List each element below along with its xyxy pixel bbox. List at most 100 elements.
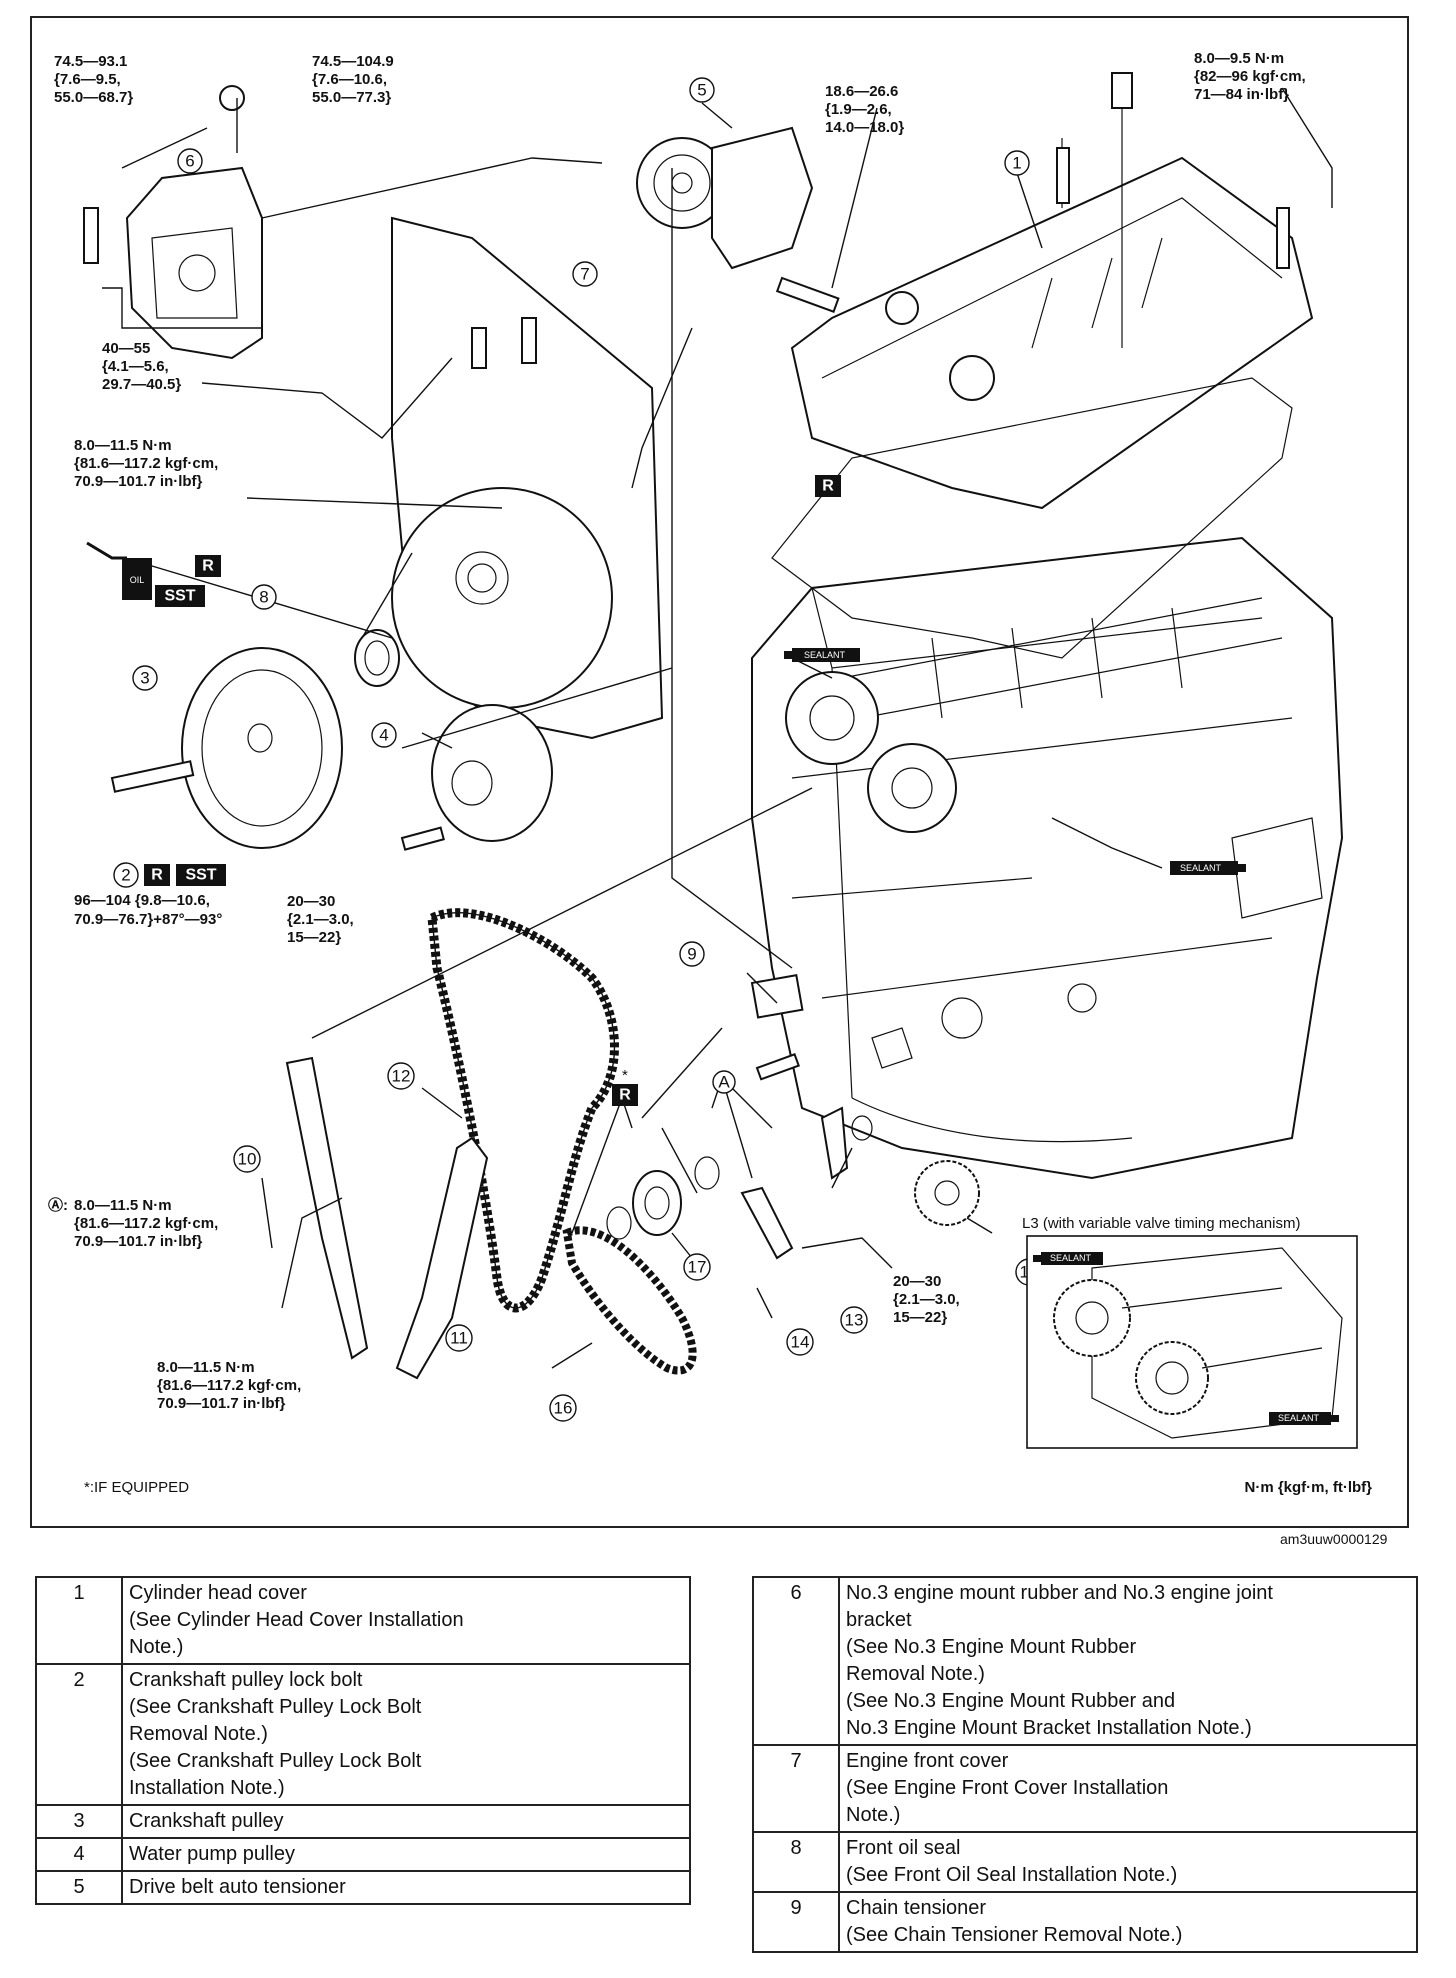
callout-12: 12 <box>387 1062 415 1090</box>
legend-row: 1 Cylinder head cover(See Cylinder Head … <box>35 1576 691 1665</box>
legend-number: 7 <box>752 1744 840 1833</box>
torque-mount-nut: 74.5—104.9 {7.6—10.6, 55.0—77.3} <box>312 53 394 106</box>
legend-description: Water pump pulley <box>121 1837 691 1872</box>
svg-text:R: R <box>619 1087 631 1104</box>
engine-block-drawing <box>751 536 1344 1180</box>
legend-row: 9 Chain tensioner(See Chain Tensioner Re… <box>752 1891 1418 1953</box>
svg-text:15—22}: 15—22} <box>287 929 341 946</box>
svg-text:SEALANT: SEALANT <box>1050 1253 1092 1263</box>
tensioner-arm-drawing <box>395 1136 489 1380</box>
exploded-diagram: 1 2 3 4 5 6 7 8 9 10 11 12 13 14 15 16 1… <box>30 16 1409 1528</box>
crankshaft-sprocket-drawing <box>606 1156 720 1240</box>
sealant-tube-icon-3: SEALANT <box>1033 1252 1103 1265</box>
callout-6: 6 <box>177 148 203 174</box>
svg-text:{7.6—10.6,: {7.6—10.6, <box>312 71 387 88</box>
torque-mount-left: 74.5—93.1 {7.6—9.5, 55.0—68.7} <box>54 53 133 106</box>
legend-table-right: 6 No.3 engine mount rubber and No.3 engi… <box>752 1576 1418 1953</box>
svg-text:R: R <box>151 867 163 884</box>
svg-text:70.9—101.7 in·lbf}: 70.9—101.7 in·lbf} <box>74 473 203 490</box>
chain-guide-drawing <box>285 1056 369 1360</box>
oil-pump-sprocket-drawing <box>914 1160 980 1226</box>
engine-front-cover-drawing <box>391 216 664 740</box>
svg-text:OIL: OIL <box>130 575 145 585</box>
callout-a: A <box>712 1070 736 1094</box>
svg-text:1: 1 <box>1012 154 1021 173</box>
svg-text:A: A <box>718 1073 730 1092</box>
svg-text:{81.6—117.2 kgf·cm,: {81.6—117.2 kgf·cm, <box>74 455 218 472</box>
callout-11: 11 <box>445 1324 473 1352</box>
svg-text:55.0—77.3}: 55.0—77.3} <box>312 89 391 106</box>
legend-row: 6 No.3 engine mount rubber and No.3 engi… <box>752 1576 1418 1746</box>
svg-text:5: 5 <box>697 81 706 100</box>
legend-number: 3 <box>35 1804 123 1839</box>
svg-text:15—22}: 15—22} <box>893 1309 947 1326</box>
legend-description: Engine front cover(See Engine Front Cove… <box>838 1744 1418 1833</box>
torque-front-cover-small: 8.0—11.5 N·m {81.6—117.2 kgf·cm, 70.9—10… <box>74 437 218 490</box>
torque-water-pump-bolt: 20—30 {2.1—3.0, 15—22} <box>287 893 354 946</box>
sealant-tube-icon-2: SEALANT <box>1170 861 1246 875</box>
svg-text:8.0—11.5 N·m: 8.0—11.5 N·m <box>74 437 172 454</box>
svg-text:20—30: 20—30 <box>893 1273 941 1290</box>
legend-description: Crankshaft pulley <box>121 1804 691 1839</box>
legend-description: Chain tensioner(See Chain Tensioner Remo… <box>838 1891 1418 1953</box>
svg-text:SEALANT: SEALANT <box>1278 1413 1320 1423</box>
callout-13: 13 <box>840 1306 868 1334</box>
legend-number: 6 <box>752 1576 840 1746</box>
svg-text:70.9—101.7 in·lbf}: 70.9—101.7 in·lbf} <box>157 1395 286 1412</box>
torque-sprocket-bolt: 20—30 {2.1—3.0, 15—22} <box>893 1273 960 1326</box>
callout-14: 14 <box>786 1328 814 1356</box>
svg-text:12: 12 <box>392 1067 411 1086</box>
torque-a-bolts: Ⓐ: 8.0—11.5 N·m {81.6—117.2 kgf·cm, 70.9… <box>48 1196 218 1250</box>
svg-text:17: 17 <box>688 1258 707 1277</box>
chain-guide-14-drawing <box>740 1186 794 1260</box>
svg-text:8: 8 <box>259 588 268 607</box>
legend-row: 3 Crankshaft pulley <box>35 1804 691 1839</box>
legend-row: 8 Front oil seal(See Front Oil Seal Inst… <box>752 1831 1418 1893</box>
svg-text:14.0—18.0}: 14.0—18.0} <box>825 119 904 136</box>
legend-row: 2 Crankshaft pulley lock bolt(See Cranks… <box>35 1663 691 1806</box>
oil-can-icon: OIL <box>86 541 152 600</box>
svg-text:7: 7 <box>580 265 589 284</box>
svg-text:14: 14 <box>791 1333 810 1352</box>
svg-text:18.6—26.6: 18.6—26.6 <box>825 83 898 100</box>
svg-text:70.9—76.7}+87°—93°: 70.9—76.7}+87°—93° <box>74 911 222 928</box>
svg-text:74.5—104.9: 74.5—104.9 <box>312 53 394 70</box>
svg-text:SST: SST <box>185 867 216 884</box>
legend-number: 4 <box>35 1837 123 1872</box>
vvt-inset: L3 (with variable valve timing mechanism… <box>1022 1215 1358 1449</box>
engine-mount-drawing <box>83 85 263 360</box>
units-note: N·m {kgf·m, ft·lbf} <box>1245 1479 1373 1496</box>
svg-text:R: R <box>822 478 834 495</box>
legend-number: 8 <box>752 1831 840 1893</box>
callout-8: 8 <box>251 584 277 610</box>
callout-16: 16 <box>549 1394 577 1422</box>
callout-3: 3 <box>132 665 158 691</box>
callout-4: 4 <box>371 722 397 748</box>
svg-text:SEALANT: SEALANT <box>1180 863 1222 873</box>
legend-number: 1 <box>35 1576 123 1665</box>
chain-tensioner-drawing <box>750 974 804 1081</box>
svg-text:8.0—9.5 N·m: 8.0—9.5 N·m <box>1194 50 1284 67</box>
svg-text:71—84 in·lbf}: 71—84 in·lbf} <box>1194 86 1289 103</box>
svg-text:{2.1—3.0,: {2.1—3.0, <box>287 911 354 928</box>
torque-tensioner-bolt: 18.6—26.6 {1.9—2.6, 14.0—18.0} <box>825 83 904 136</box>
legend-description: Front oil seal(See Front Oil Seal Instal… <box>838 1831 1418 1893</box>
inset-title: L3 (with variable valve timing mechanism… <box>1022 1215 1300 1232</box>
callout-7: 7 <box>572 261 598 287</box>
sst-badge-pulley-bolt: SST <box>176 864 226 886</box>
if-equipped-star: * <box>622 1067 628 1084</box>
svg-text:13: 13 <box>845 1311 864 1330</box>
sealant-tube-icon-4: SEALANT <box>1269 1412 1339 1425</box>
torque-head-cover: 8.0—9.5 N·m {82—96 kgf·cm, 71—84 in·lbf} <box>1194 50 1306 103</box>
callout-17: 17 <box>683 1253 711 1281</box>
svg-text:{81.6—117.2 kgf·cm,: {81.6—117.2 kgf·cm, <box>157 1377 301 1394</box>
svg-text:74.5—93.1: 74.5—93.1 <box>54 53 127 70</box>
legend-row: 7 Engine front cover(See Engine Front Co… <box>752 1744 1418 1833</box>
callout-2: 2 <box>113 862 139 888</box>
svg-text:{7.6—9.5,: {7.6—9.5, <box>54 71 121 88</box>
svg-text:{2.1—3.0,: {2.1—3.0, <box>893 1291 960 1308</box>
legend-row: 5 Drive belt auto tensioner <box>35 1870 691 1905</box>
camshaft-sprockets-drawing <box>785 597 1283 833</box>
callout-10: 10 <box>233 1145 261 1173</box>
legend-row: 4 Water pump pulley <box>35 1837 691 1872</box>
